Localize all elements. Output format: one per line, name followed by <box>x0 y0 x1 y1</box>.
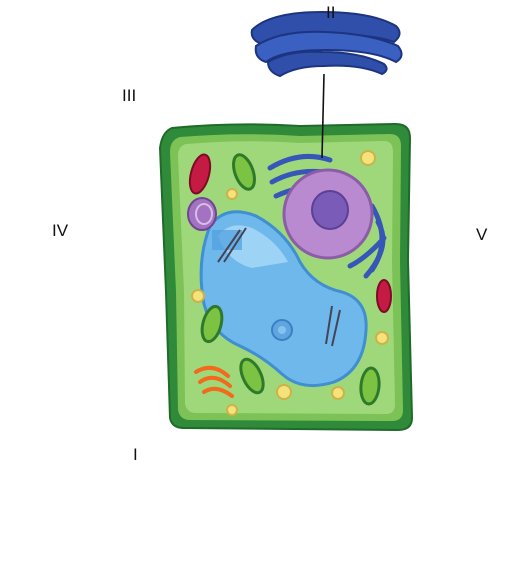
label-I: I <box>133 446 138 463</box>
label-IV: IV <box>52 222 68 239</box>
cell-spiral <box>188 198 216 230</box>
plant-cell <box>160 124 412 430</box>
label-III: III <box>122 87 136 104</box>
label-V: V <box>476 226 487 243</box>
nucleolus <box>312 191 348 229</box>
label-II: II <box>326 4 335 21</box>
